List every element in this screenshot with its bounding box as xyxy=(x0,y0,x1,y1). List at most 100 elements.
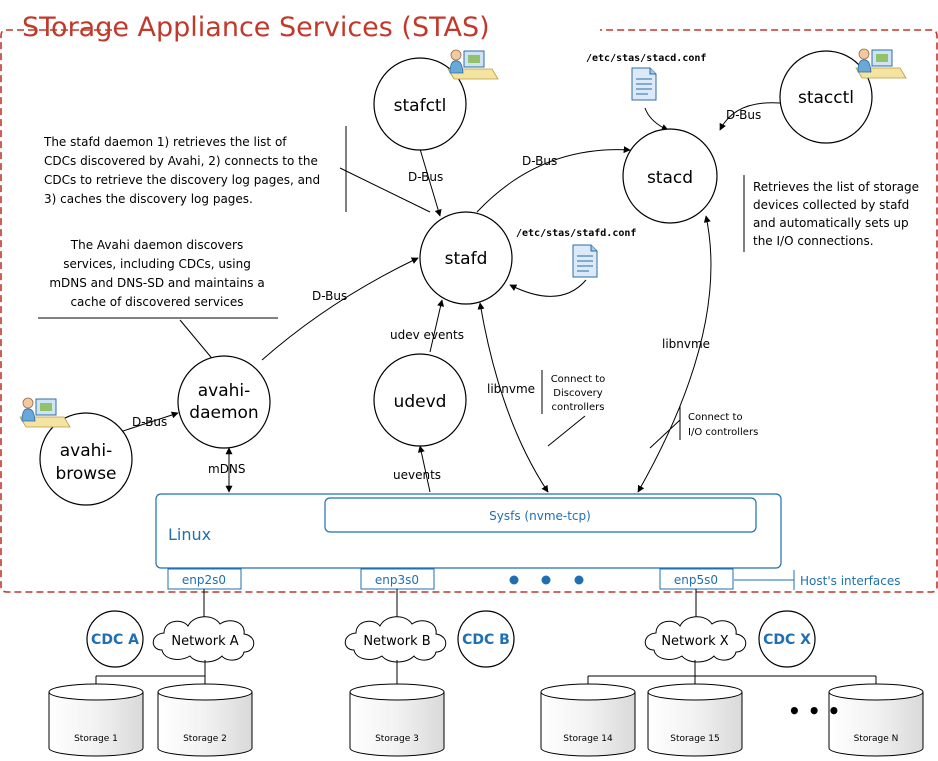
avahi-daemon-label-1: avahi- xyxy=(198,381,251,401)
cdc-x: CDC X xyxy=(758,610,816,668)
interface-enp3s0: enp3s0 xyxy=(360,568,435,590)
sysfs-box xyxy=(324,497,757,533)
user-workstation-icon xyxy=(19,397,71,428)
avahi-browse-label-2: browse xyxy=(55,464,116,484)
stafctl-label: stafctl xyxy=(394,96,447,116)
avahi-browse-label-1: avahi- xyxy=(60,441,113,461)
node-stafctl: stafctl xyxy=(373,57,467,151)
network-x-label: Network X xyxy=(661,634,728,649)
cloud-network-x: Network X xyxy=(644,616,747,663)
document-icon xyxy=(572,244,598,278)
edge-label-stafd-libnvme: libnvme xyxy=(487,382,535,396)
linux-label: Linux xyxy=(168,525,211,544)
note-stafd-line-2: CDCs discovered by Avahi, 2) connects to… xyxy=(44,154,318,168)
interfaces-label: Host's interfaces xyxy=(800,574,900,588)
cloud-network-b: Network B xyxy=(344,616,447,663)
note-io-line-2: I/O controllers xyxy=(688,427,758,438)
storage-disk: Storage 3 xyxy=(349,683,445,757)
note-stacd-line-1: Retrieves the list of storage xyxy=(753,180,919,194)
storage-label: Storage 2 xyxy=(183,734,227,744)
edge-label-avahi-dbus: D-Bus xyxy=(312,289,347,303)
note-stacd: Retrieves the list of storage devices co… xyxy=(743,175,919,252)
edge-stacdconf-stacd xyxy=(644,107,669,131)
cdc-a-label: CDC A xyxy=(91,632,139,648)
note-stafd: The stafd daemon 1) retrieves the list o… xyxy=(43,126,347,212)
edge-udevd-stafd xyxy=(429,299,444,353)
cdc-b: CDC B xyxy=(457,610,515,668)
note-io: Connect to I/O controllers xyxy=(649,406,758,449)
storage-ellipsis: • • • xyxy=(788,699,840,723)
document-icon xyxy=(631,67,657,101)
stafd-label: stafd xyxy=(445,249,488,269)
note-stacd-line-2: devices collected by stafd xyxy=(753,198,909,212)
edge-label-mdns: mDNS xyxy=(208,462,246,476)
storage-label: Storage 1 xyxy=(74,734,118,744)
edge-label-browse-dbus: D-Bus xyxy=(132,415,167,429)
note-stafd-line-4: 3) caches the discovery log pages. xyxy=(44,192,253,206)
storage-group: Storage 1 Storage 2 Storage 3 Storage 14 Sto… xyxy=(48,683,924,757)
edge-label-uevents: uevents xyxy=(393,468,441,482)
storage-disk: Storage N xyxy=(828,683,924,757)
interface-label: enp2s0 xyxy=(182,573,226,587)
edge-stafd-stacd xyxy=(476,146,631,213)
stacd-label: stacd xyxy=(647,168,693,188)
node-stafd: stafd xyxy=(419,211,513,305)
network-b-label: Network B xyxy=(363,634,430,649)
note-stafd-line-1: The stafd daemon 1) retrieves the list o… xyxy=(43,135,287,149)
note-avahi-line-3: mDNS and DNS-SD and maintains a xyxy=(49,276,264,290)
note-stacd-line-4: the I/O connections. xyxy=(753,234,874,248)
edge-stafd-libnvme xyxy=(477,302,549,493)
edge-stafctl-stafd xyxy=(419,148,442,217)
interface-label: enp3s0 xyxy=(375,573,419,587)
node-avahi-browse: avahi- browse xyxy=(39,412,133,506)
note-avahi-line-4: cache of discovered services xyxy=(70,295,243,309)
node-udevd: udevd xyxy=(373,353,467,447)
edge-stafdconf-stafd xyxy=(509,279,587,297)
interface-enp5s0: enp5s0 xyxy=(659,568,734,590)
storage-label: Storage N xyxy=(854,734,899,744)
note-pointer-stafd xyxy=(339,167,431,213)
note-discovery-line-1: Connect to xyxy=(551,374,606,385)
note-avahi-line-1: The Avahi daemon discovers xyxy=(70,238,243,252)
user-workstation-icon xyxy=(447,49,499,80)
edge-browse-avahi xyxy=(119,411,179,433)
edge-label-stacd-libnvme: libnvme xyxy=(662,337,710,351)
edge-avahi-stafd xyxy=(261,257,419,361)
note-discovery-line-3: controllers xyxy=(552,402,605,413)
edge-linux-udevd xyxy=(417,445,431,493)
cdc-x-label: CDC X xyxy=(763,632,811,648)
stas-boundary xyxy=(0,29,938,593)
note-avahi: The Avahi daemon discovers services, inc… xyxy=(38,238,278,319)
node-stacd: stacd xyxy=(622,128,718,224)
interface-label: enp5s0 xyxy=(674,573,718,587)
edge-label-stafd-stacd-dbus: D-Bus xyxy=(522,154,557,168)
node-stacctl: stacctl xyxy=(779,50,873,144)
note-avahi-line-2: services, including CDCs, using xyxy=(63,257,251,271)
network-a-label: Network A xyxy=(171,634,238,649)
storage-disk: Storage 1 xyxy=(48,683,144,757)
stacd-conf-path: /etc/stas/stacd.conf xyxy=(586,53,706,64)
note-discovery-line-2: Discovery xyxy=(553,388,602,399)
page-title: STorage Appliance Services (STAS) xyxy=(22,12,490,43)
storage-disk: Storage 14 xyxy=(540,683,636,757)
interface-enp2s0: enp2s0 xyxy=(167,568,242,590)
note-discovery: Connect to Discovery controllers xyxy=(541,370,606,447)
node-avahi-daemon: avahi- daemon xyxy=(177,355,271,449)
ellipsis-dots xyxy=(509,575,584,585)
avahi-daemon-label-2: daemon xyxy=(189,403,258,423)
cdc-b-label: CDC B xyxy=(462,632,510,648)
edge-label-stacctl-dbus: D-Bus xyxy=(726,108,761,122)
udevd-label: udevd xyxy=(394,392,447,412)
note-stacd-line-3: and automatically sets up xyxy=(753,216,909,230)
edge-label-stafctl-dbus: D-Bus xyxy=(408,170,443,184)
cdc-a: CDC A xyxy=(86,610,144,668)
stafd-conf-path: /etc/stas/stafd.conf xyxy=(516,228,636,239)
edge-label-udev-events: udev events xyxy=(390,328,464,342)
cloud-network-a: Network A xyxy=(152,616,255,663)
edge-stacd-libnvme xyxy=(637,215,712,493)
stacctl-label: stacctl xyxy=(798,88,854,108)
user-workstation-icon xyxy=(855,48,907,79)
storage-disk: Storage 2 xyxy=(157,683,253,757)
storage-label: Storage 15 xyxy=(670,734,720,744)
